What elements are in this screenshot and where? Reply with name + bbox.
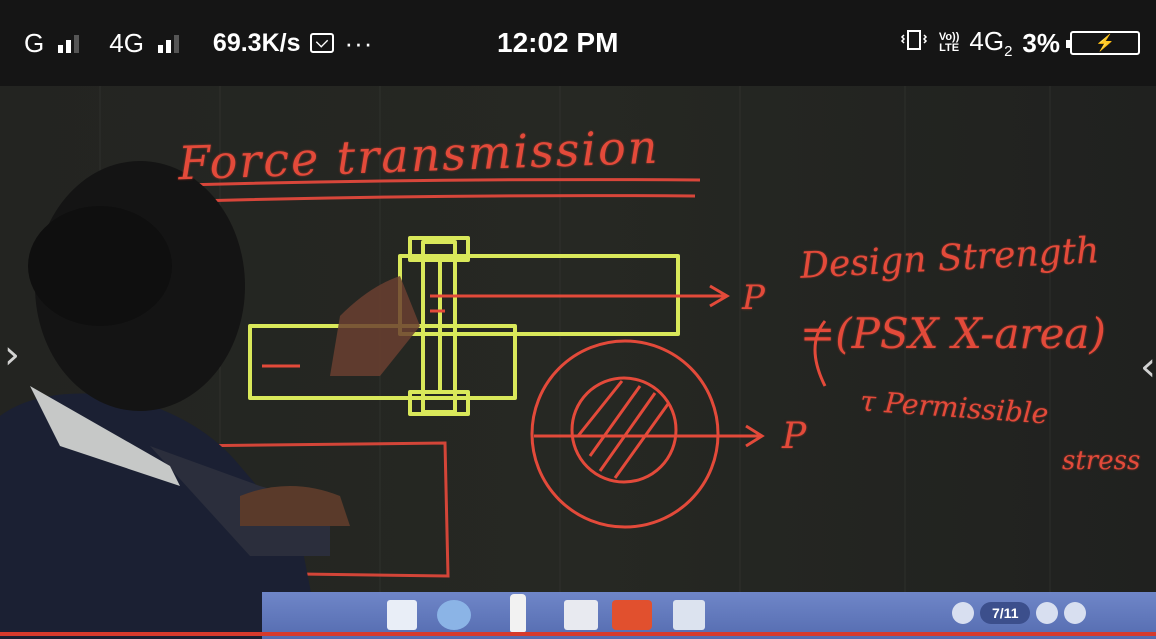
- title-underline: [149, 178, 701, 188]
- force-arrow: [262, 284, 730, 368]
- page-navigator: 7/11: [952, 602, 1087, 624]
- chevron-right-icon[interactable]: ‹: [1140, 344, 1156, 390]
- title-underline: [159, 194, 696, 204]
- carrier-2-label: 4G: [109, 27, 144, 58]
- board-drawing: [0, 86, 1156, 639]
- bracket-sketch: [179, 441, 450, 578]
- taskbar: 7/11: [262, 592, 1156, 639]
- browser-icon[interactable]: [437, 600, 471, 630]
- status-left: G 4G 69.3K/s ···: [24, 0, 373, 86]
- carrier-1-label: G: [24, 27, 45, 58]
- battery-percentage: 3%: [1022, 27, 1060, 58]
- chevron-left-icon[interactable]: ›: [4, 332, 20, 378]
- load-label-bottom: P: [782, 416, 807, 457]
- annotation-formula: =(PSX X-area): [800, 309, 1106, 358]
- annotation-stress: stress: [1062, 446, 1141, 476]
- battery-icon: ⚡: [1066, 31, 1140, 55]
- more-icon: ···: [344, 27, 374, 58]
- signal-icon: [58, 33, 80, 53]
- vibrate-icon: [899, 28, 929, 58]
- bottle-icon[interactable]: [510, 594, 526, 632]
- cross-section-sketch: [530, 339, 765, 529]
- charging-icon: ⚡: [1095, 35, 1115, 52]
- formula-bracket: [813, 320, 827, 387]
- network-type-label: 4G: [969, 25, 1005, 56]
- page-indicator: 7/11: [980, 602, 1031, 624]
- presenter-figure: [0, 161, 420, 639]
- app-icon[interactable]: [673, 600, 705, 630]
- video-frame[interactable]: Force transmission Design Strength =(PSX…: [0, 86, 1156, 639]
- folder-icon[interactable]: [387, 600, 417, 630]
- status-bar: G 4G 69.3K/s ··· 12:02 PM Vo)) LTE 4G2 3…: [0, 0, 1156, 86]
- volte-top: Vo)): [938, 31, 960, 43]
- volte-bottom: LTE: [939, 42, 960, 54]
- signal-icon: [157, 33, 179, 53]
- network-speed: 69.3K/s: [212, 28, 301, 57]
- mail-icon: [310, 33, 335, 53]
- network-type: 4G2: [969, 26, 1012, 60]
- gear-icon[interactable]: [1064, 602, 1087, 624]
- network-sim-index: 2: [1004, 43, 1013, 61]
- progress-line: [0, 632, 1156, 636]
- volte-indicator: Vo)) LTE: [939, 32, 960, 54]
- next-page-button[interactable]: [1036, 602, 1059, 624]
- clock: 12:02 PM: [497, 27, 619, 58]
- previous-page-button[interactable]: [952, 602, 974, 624]
- window-icon[interactable]: [564, 600, 598, 630]
- load-label-top: P: [742, 278, 765, 318]
- presentation-icon[interactable]: [612, 600, 652, 630]
- status-right: Vo)) LTE 4G2 3% ⚡: [899, 0, 1140, 86]
